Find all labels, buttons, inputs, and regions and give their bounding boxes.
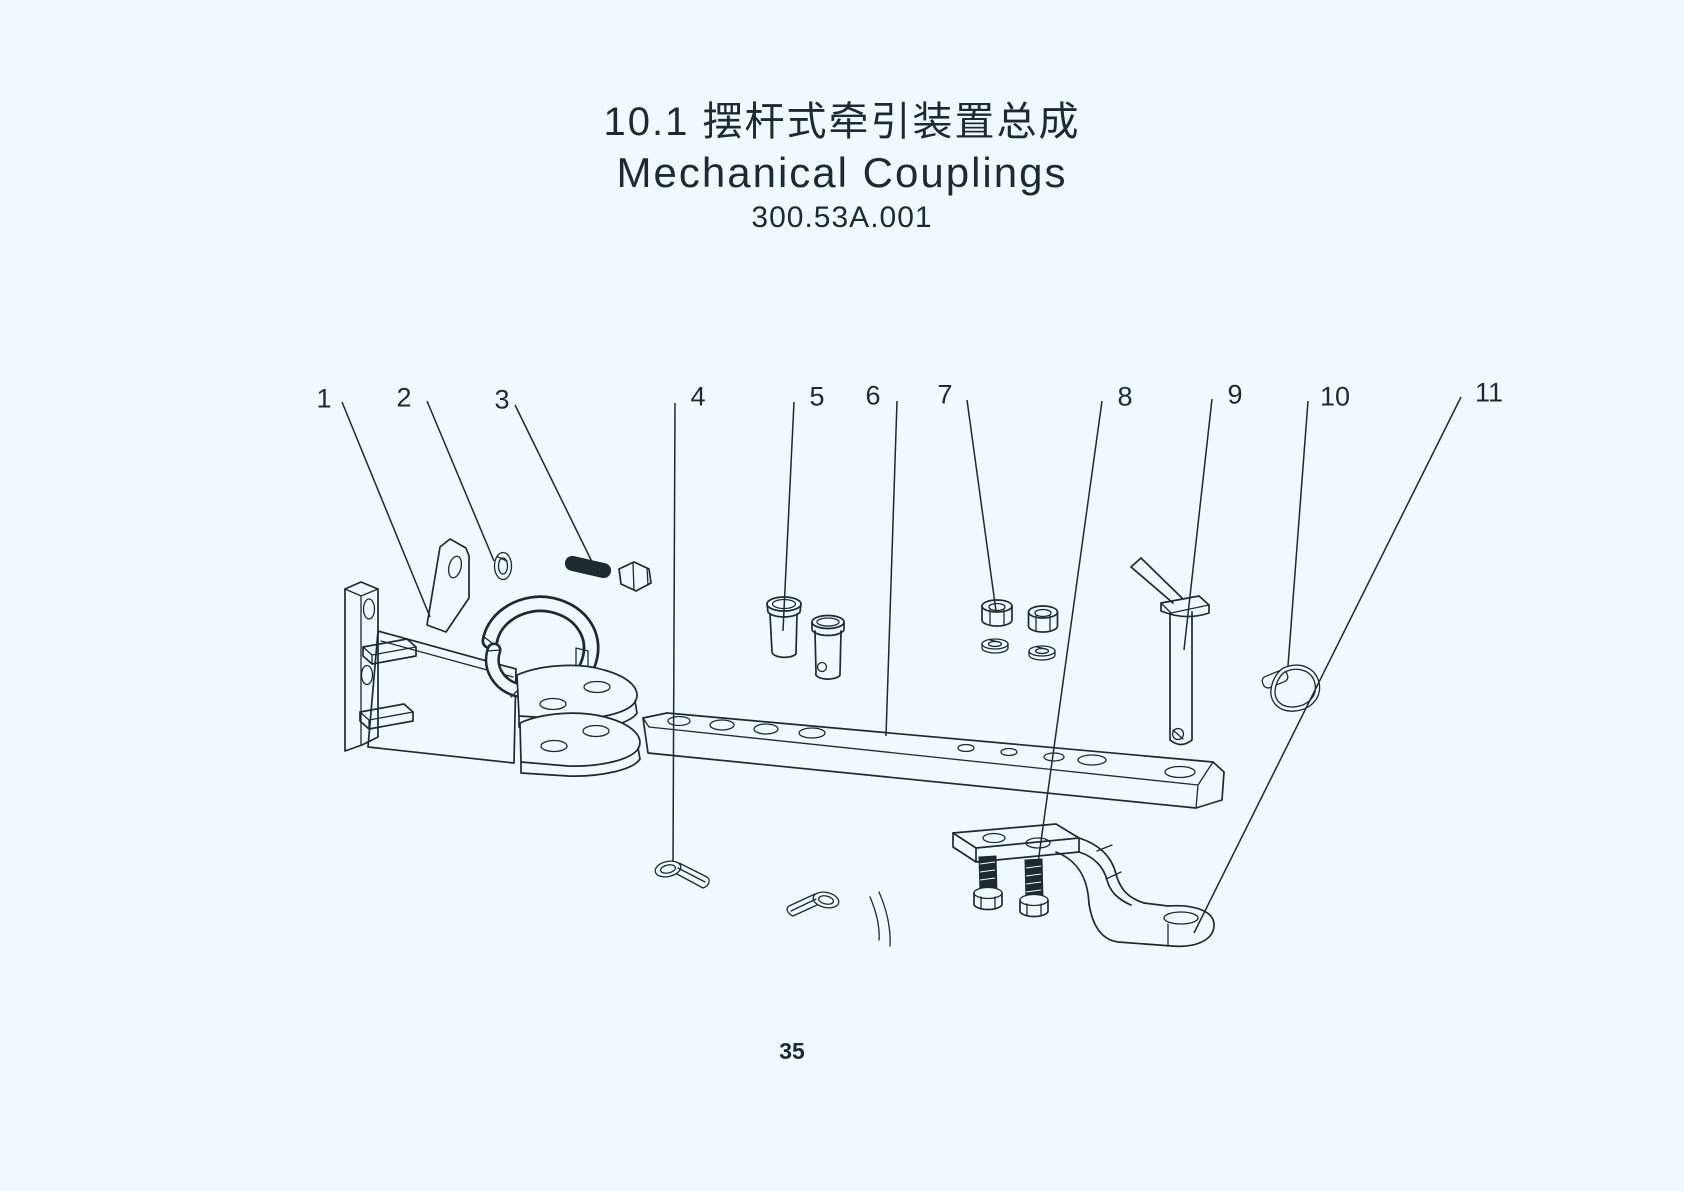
part-nuts-and-washers (981, 599, 1059, 661)
callout-6-label: 6 (865, 381, 880, 411)
part-lock-washer (493, 551, 513, 581)
part-clamp-bolts (973, 855, 1049, 918)
part-swinging-arm (869, 823, 1215, 948)
page-title-chinese: 10.1 摆杆式牵引装置总成 (603, 100, 1081, 144)
callout-7-leader (966, 399, 997, 612)
part-cotter-pin-right (786, 891, 840, 917)
callout-11-label: 11 (1475, 378, 1503, 408)
part-drawbar (642, 712, 1225, 809)
callout-8-label: 8 (1117, 382, 1132, 412)
callout-5-label: 5 (809, 382, 824, 412)
callout-10-leader (1287, 400, 1309, 667)
callout-11-leader (1193, 396, 1462, 934)
callout-9-leader (1183, 398, 1213, 651)
callout-6-leader (885, 400, 898, 737)
callout-1-leader (341, 401, 431, 618)
part-clevis-pin (811, 614, 845, 680)
callout-1-label: 1 (316, 384, 331, 414)
callout-5-leader (782, 401, 795, 632)
callouts-layer: 1 2 3 4 5 6 7 8 9 10 11 (316, 378, 1503, 934)
callout-4-label: 4 (690, 382, 705, 412)
callout-3-leader (514, 404, 598, 573)
part-hitch-pin (1130, 557, 1210, 746)
part-coupling-body (344, 538, 641, 777)
callout-2-label: 2 (396, 383, 411, 413)
callout-3-label: 3 (494, 385, 509, 415)
callout-10-label: 10 (1320, 382, 1350, 412)
page-title-english: Mechanical Couplings (616, 149, 1068, 196)
callout-4-leader (672, 402, 676, 863)
page-number: 35 (779, 1038, 805, 1064)
callout-9-label: 9 (1227, 380, 1242, 410)
callout-8-leader (1037, 400, 1103, 864)
title-block: 10.1 摆杆式牵引装置总成 Mechanical Couplings 300.… (0, 96, 1684, 238)
part-ring-clip (1261, 664, 1321, 712)
callout-2-leader (426, 400, 495, 562)
part-hex-bolt (564, 555, 652, 592)
callout-7-label: 7 (937, 380, 952, 410)
assembly-part-number: 300.53A.001 (751, 201, 933, 234)
part-cotter-pin-left (654, 860, 710, 889)
